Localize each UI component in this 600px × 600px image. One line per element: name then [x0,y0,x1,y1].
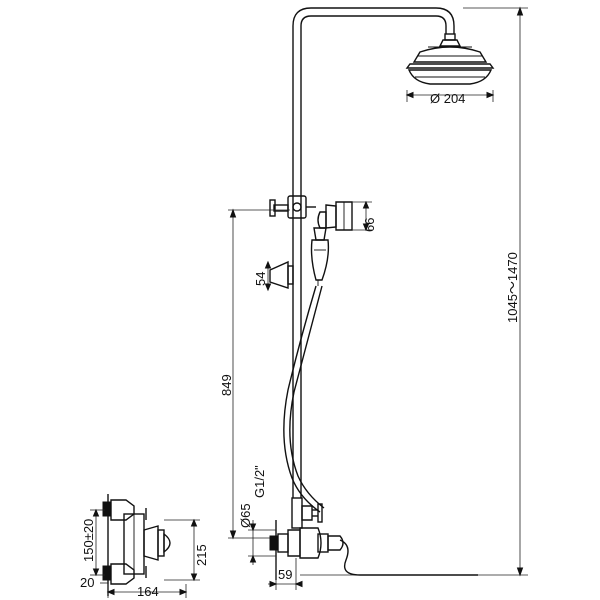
wall-offset-label: 59 [278,567,292,582]
total-height-label: 1045～1470 [505,252,520,323]
mixer-depth-dimension: 215 [164,518,209,582]
handset-holder: 54 [253,260,294,292]
total-height-dimension: 1045～1470 [300,6,528,577]
hand-shower [310,201,353,286]
center-distance-label: 150±20 [81,519,96,562]
thermostatic-mixer [102,494,171,596]
head-diameter-label: Ø 204 [430,91,465,106]
center-distance-dimension: 150±20 [81,508,105,577]
shower-hose [283,285,325,513]
depth-label: 215 [194,544,209,566]
wall-gap-dimension: 20 [80,575,108,590]
mixer-width-dimension: 164 [106,584,188,599]
inlet-diameter-label: Ø65 [238,503,253,528]
handset-grip-label: 54 [253,272,268,286]
inlet-diameter-dimension: Ø65 G1/2" [238,465,276,565]
handset-head-label: 66 [362,218,377,232]
overhead-arm [292,7,455,34]
shower-head [405,33,495,85]
diverter-valve [291,497,323,529]
wall-gap-label: 20 [80,575,94,590]
rail-height-label: 849 [219,374,234,396]
mixer-depth-label: 164 [137,584,159,599]
wall-offset-dimension: 59 [268,558,303,590]
slider-bracket [269,195,316,219]
head-diameter-dimension: Ø 204 [405,90,495,106]
wall-inlet [269,520,478,580]
handset-head-dimension: 66 [352,200,377,232]
riser-pipe [292,26,302,498]
thread-label: G1/2" [252,465,267,498]
